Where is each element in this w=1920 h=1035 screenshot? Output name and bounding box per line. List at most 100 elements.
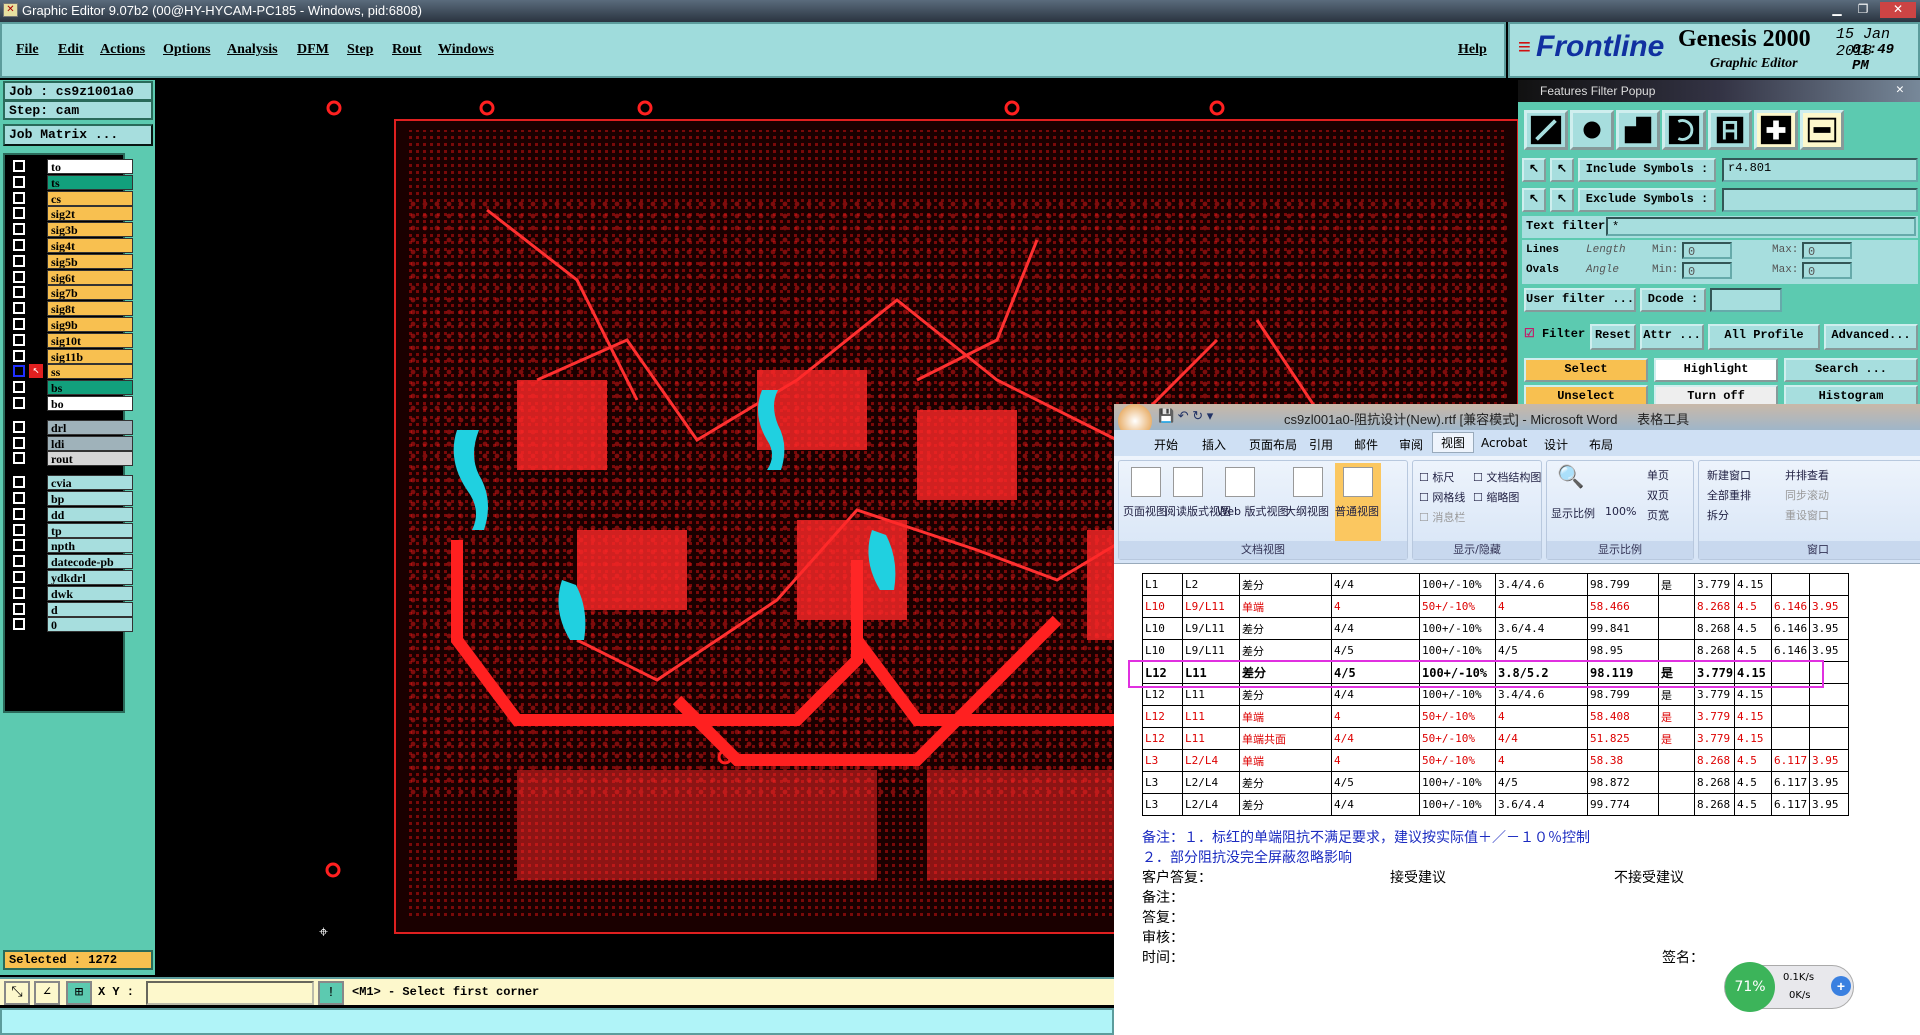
histogram-button[interactable]: Histogram	[1784, 385, 1918, 407]
layer-name[interactable]: 0	[47, 617, 133, 633]
plus-icon[interactable]: +	[1831, 976, 1851, 996]
layer-name[interactable]: d	[47, 601, 133, 617]
network-monitor-widget[interactable]: 71% 0.1K/s 0K/s +	[1724, 962, 1854, 1012]
attr-button[interactable]: Attr ...	[1640, 324, 1704, 350]
arc-symbol-icon[interactable]	[1662, 110, 1706, 150]
layer-name[interactable]: to	[47, 159, 133, 174]
table-cell[interactable]: L11	[1182, 661, 1240, 684]
close-button[interactable]: ✕	[1880, 2, 1916, 18]
table-cell[interactable]: 差分	[1239, 573, 1332, 596]
search-button[interactable]: Search ...	[1784, 358, 1918, 382]
table-cell[interactable]: 100+/-10%	[1419, 771, 1496, 794]
table-cell[interactable]: L9/L11	[1182, 639, 1240, 662]
menu-options[interactable]: Options	[163, 42, 211, 57]
table-cell[interactable]: 98.799	[1587, 573, 1659, 596]
table-cell[interactable]: 4	[1495, 595, 1588, 618]
angle-max-input[interactable]: 0	[1802, 262, 1852, 279]
layer-checkbox[interactable]	[13, 349, 25, 362]
table-cell[interactable]: L10	[1142, 639, 1183, 662]
table-cell[interactable]: 3.95	[1809, 749, 1849, 772]
xy-input[interactable]	[146, 981, 314, 1005]
layer-checkbox[interactable]	[13, 302, 25, 315]
table-cell[interactable]: 4/5	[1495, 639, 1588, 662]
reset-window-button[interactable]: 重设窗口	[1785, 509, 1829, 522]
table-cell[interactable]	[1658, 639, 1695, 662]
table-cell[interactable]	[1658, 771, 1695, 794]
table-cell[interactable]: L11	[1182, 683, 1240, 706]
include-symbols-input[interactable]: r4.801	[1722, 158, 1918, 182]
layer-checkbox[interactable]	[13, 191, 25, 204]
layer-name[interactable]: datecode-pb	[47, 554, 133, 570]
table-cell[interactable]: 8.268	[1694, 595, 1735, 618]
layer-row[interactable]: rout	[11, 451, 133, 467]
table-cell[interactable]: 4/5	[1495, 771, 1588, 794]
layer-name[interactable]: sig2t	[47, 206, 133, 222]
table-cell[interactable]: 50+/-10%	[1419, 749, 1496, 772]
menu-step[interactable]: Step	[347, 42, 374, 57]
table-cell[interactable]: 99.774	[1587, 793, 1659, 816]
table-cell[interactable]	[1809, 573, 1849, 596]
layer-name[interactable]: sig4t	[47, 238, 133, 253]
layer-row[interactable]: sig2t	[11, 206, 133, 222]
layer-name[interactable]: sig9b	[47, 317, 133, 332]
two-pages-button[interactable]: 双页	[1647, 489, 1669, 502]
layer-row[interactable]: npth	[11, 538, 133, 554]
layer-row[interactable]: bp	[11, 491, 133, 506]
table-cell[interactable]: 3.95	[1809, 771, 1849, 794]
layer-row[interactable]: sig4t	[11, 238, 133, 253]
table-cell[interactable]: 100+/-10%	[1419, 617, 1496, 640]
ribbon-tab[interactable]: 布局	[1589, 438, 1614, 452]
job-matrix-button[interactable]: Job Matrix ...	[3, 124, 153, 146]
table-cell[interactable]: 100+/-10%	[1419, 661, 1496, 684]
table-cell[interactable]: 4	[1331, 705, 1420, 728]
menu-help[interactable]: Help	[1458, 42, 1487, 57]
ribbon-tab[interactable]: 插入	[1202, 438, 1227, 452]
profile-dropdown[interactable]: All Profile	[1708, 324, 1820, 350]
pick-add-include-icon[interactable]: ↖	[1550, 158, 1574, 182]
layer-row[interactable]: to	[11, 159, 133, 174]
table-cell[interactable]: 100+/-10%	[1419, 683, 1496, 706]
layer-checkbox[interactable]	[13, 397, 25, 409]
gridlines-checkbox[interactable]: ☐ 网格线	[1419, 491, 1466, 504]
ruler-checkbox[interactable]: ☐ 标尺	[1419, 471, 1455, 484]
layer-name[interactable]: cvia	[47, 475, 133, 491]
layer-checkbox[interactable]	[13, 318, 25, 330]
table-cell[interactable]: 差分	[1239, 771, 1332, 794]
table-cell[interactable]: 3.4/4.6	[1495, 573, 1588, 596]
lines-checkbox[interactable]: Lines	[1526, 244, 1560, 256]
maximize-button[interactable]: ❐	[1857, 2, 1869, 16]
unselect-button[interactable]: Unselect	[1524, 385, 1648, 407]
layer-checkbox[interactable]	[13, 507, 25, 520]
table-cell[interactable]: 4.5	[1734, 639, 1772, 662]
table-cell[interactable]	[1809, 705, 1849, 728]
layer-row[interactable]: sig8t	[11, 301, 133, 317]
ribbon-tab[interactable]: 开始	[1154, 438, 1179, 452]
layer-row[interactable]: cs	[11, 190, 133, 206]
layer-checkbox[interactable]	[13, 365, 25, 378]
table-cell[interactable]: 8.268	[1694, 639, 1735, 662]
table-cell[interactable]: 3.779	[1694, 573, 1735, 596]
table-cell[interactable]	[1809, 727, 1849, 750]
table-cell[interactable]: 51.825	[1587, 727, 1659, 750]
table-cell[interactable]: 差分	[1239, 617, 1332, 640]
length-max-input[interactable]: 0	[1802, 242, 1852, 259]
zoom-100-button[interactable]: 100%	[1605, 505, 1637, 518]
table-cell[interactable]: 3.779	[1694, 705, 1735, 728]
table-cell[interactable]	[1658, 749, 1695, 772]
table-cell[interactable]: 4/4	[1495, 727, 1588, 750]
table-cell[interactable]: 差分	[1239, 793, 1332, 816]
table-cell[interactable]: 100+/-10%	[1419, 639, 1496, 662]
table-cell[interactable]: 3.95	[1809, 617, 1849, 640]
doc-map-checkbox[interactable]: ☐ 文档结构图	[1473, 471, 1542, 484]
table-cell[interactable]: 3.95	[1809, 595, 1849, 618]
layer-name[interactable]: bp	[47, 491, 133, 506]
table-cell[interactable]: 4.15	[1734, 727, 1772, 750]
layer-checkbox[interactable]	[13, 586, 25, 599]
table-cell[interactable]: 是	[1658, 727, 1695, 750]
menu-analysis[interactable]: Analysis	[227, 42, 278, 57]
layer-checkbox[interactable]	[13, 286, 25, 299]
layer-row[interactable]: cvia	[11, 475, 133, 491]
table-cell[interactable]: 8.268	[1694, 749, 1735, 772]
arrange-all-button[interactable]: 全部重排	[1707, 489, 1751, 502]
ribbon-tab[interactable]: 审阅	[1399, 438, 1424, 452]
